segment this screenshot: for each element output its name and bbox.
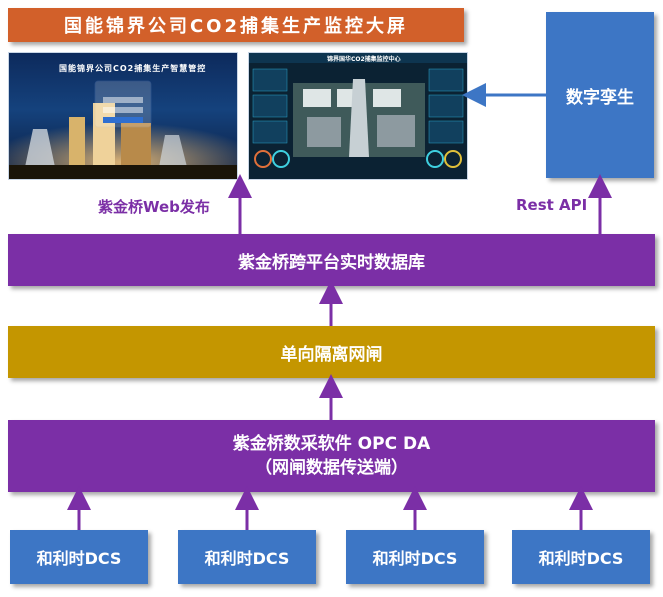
dcs-source-box: 和利时DCS (10, 530, 148, 584)
dashboard-caption: 锦界国华CO2捕集监控中心 (327, 56, 401, 63)
login-screen-illustration (9, 80, 237, 179)
web-publish-label: 紫金桥Web发布 (98, 198, 210, 216)
monitoring-dashboard-thumbnail: 锦界国华CO2捕集监控中心 (248, 52, 468, 180)
login-screen-caption: 国能锦界公司CO2捕集生产智慧管控 (59, 64, 207, 73)
one-way-gateway-box: 单向隔离网闸 (8, 326, 655, 378)
dcs-source-label: 和利时DCS (372, 549, 458, 568)
dcs-source-box: 和利时DCS (512, 530, 650, 584)
one-way-gateway-label: 单向隔离网闸 (280, 344, 383, 365)
dashboard-title-text: 国能锦界公司CO2捕集生产监控大屏 (63, 16, 409, 37)
rest-api-label: Rest API (516, 196, 588, 214)
opc-acquisition-line2: （网闸数据传送端） (255, 458, 408, 478)
digital-twin-label: 数字孪生 (566, 87, 634, 108)
opc-acquisition-line1: 紫金桥数采软件 OPC DA (232, 434, 431, 454)
dashboard-title-bar: 国能锦界公司CO2捕集生产监控大屏 (8, 8, 464, 42)
dcs-source-box: 和利时DCS (346, 530, 484, 584)
monitoring-dashboard-illustration (249, 53, 467, 168)
digital-twin-box: 数字孪生 (546, 12, 654, 178)
login-screen-thumbnail: 国能锦界公司CO2捕集生产智慧管控 (8, 52, 238, 180)
realtime-database-box: 紫金桥跨平台实时数据库 (8, 234, 655, 286)
dcs-source-label: 和利时DCS (538, 549, 624, 568)
realtime-database-label: 紫金桥跨平台实时数据库 (238, 252, 425, 273)
dcs-source-label: 和利时DCS (36, 549, 122, 568)
dcs-source-label: 和利时DCS (204, 549, 290, 568)
opc-acquisition-box: 紫金桥数采软件 OPC DA （网闸数据传送端） (8, 420, 655, 492)
dcs-source-box: 和利时DCS (178, 530, 316, 584)
